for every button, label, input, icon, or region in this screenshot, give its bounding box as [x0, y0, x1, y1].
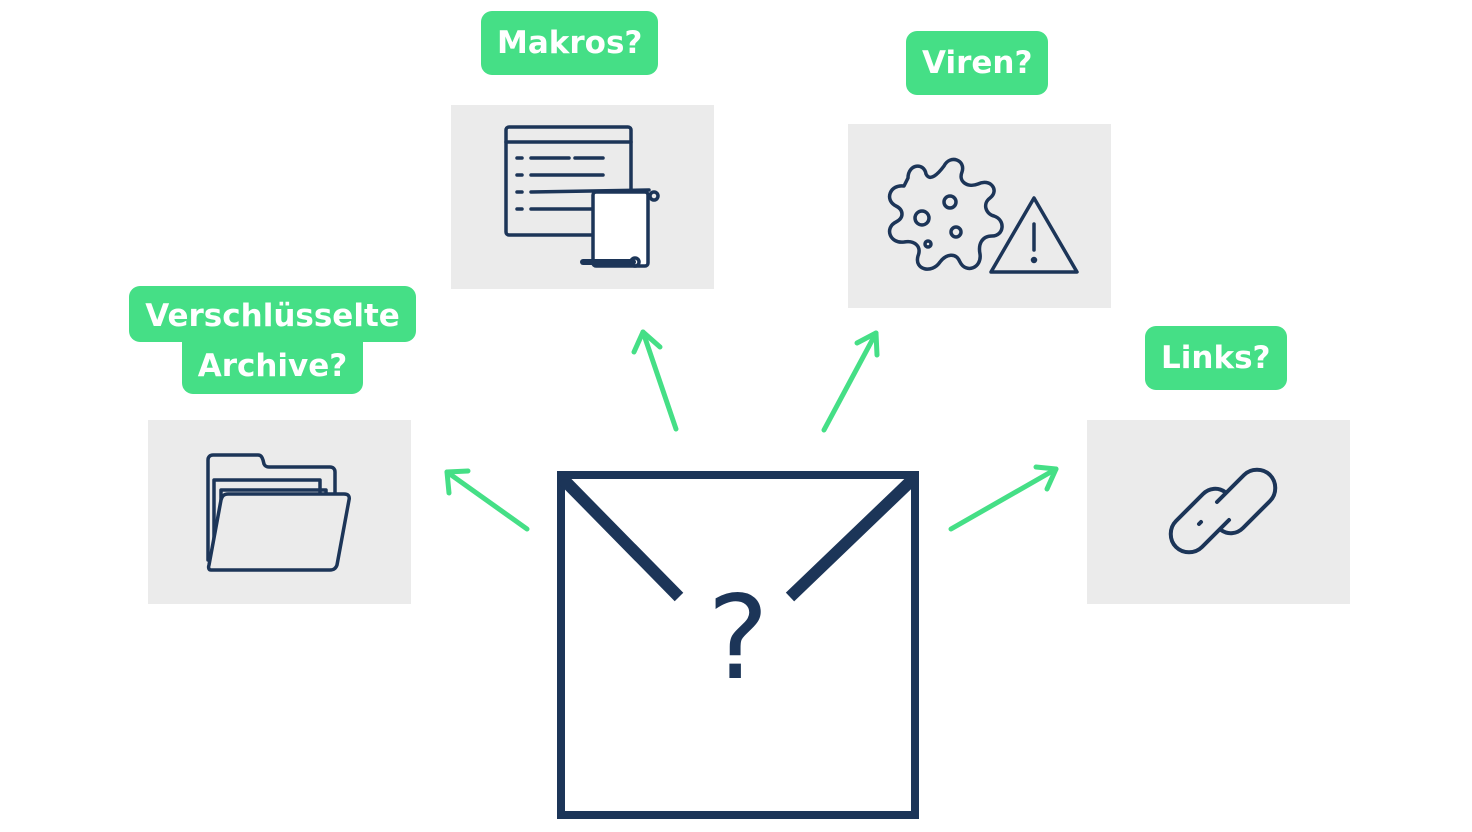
chain-link-icon — [1168, 467, 1278, 555]
arrow-to-archive — [444, 468, 530, 532]
arrow-to-viren — [821, 330, 880, 433]
card-viren — [848, 124, 1111, 308]
virus-warning-icon — [887, 157, 1079, 274]
label-archive-line2: Archive? — [181, 342, 364, 394]
label-archive-line1: Verschlüsselte — [129, 286, 416, 342]
folder-icon — [206, 453, 351, 572]
card-archive — [148, 420, 411, 604]
envelope-question-mark: ? — [707, 571, 769, 706]
label-makros: Makros? — [481, 11, 659, 75]
card-links — [1087, 420, 1350, 604]
card-makros — [451, 105, 714, 289]
arrow-to-links — [948, 464, 1059, 532]
label-archive: Verschlüsselte Archive? — [124, 286, 421, 394]
label-links: Links? — [1145, 326, 1287, 390]
label-viren: Viren? — [906, 31, 1049, 95]
macro-document-icon — [504, 125, 660, 268]
arrow-to-makros — [631, 329, 679, 432]
